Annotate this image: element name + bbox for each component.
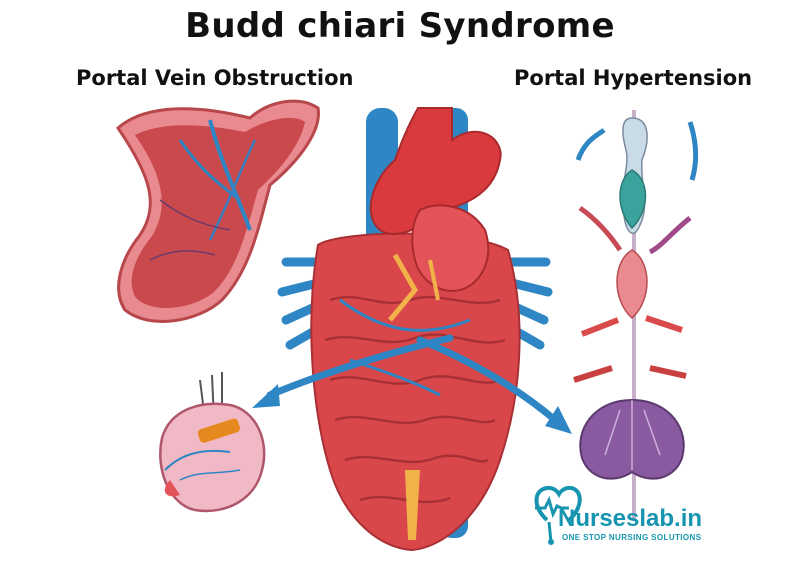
central-anatomy-illustration (282, 108, 548, 550)
portal-hypertension-illustration (580, 110, 683, 520)
brand-name: Nurseslab.in (558, 505, 702, 533)
liver-illustration (160, 372, 264, 511)
brand-tagline: ONE STOP NURSING SOLUTIONS (562, 533, 701, 542)
